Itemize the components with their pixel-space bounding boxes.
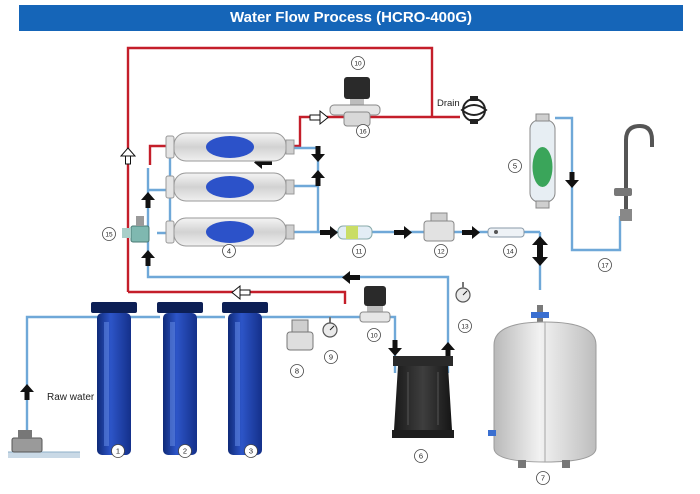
- callout-17: 17: [598, 258, 612, 272]
- callout-number: 17: [601, 263, 609, 270]
- callout-number: 7: [541, 474, 545, 483]
- inlet-solenoid-valve: [359, 286, 391, 323]
- pressure-tank: [488, 305, 597, 468]
- callout-circle: [222, 244, 236, 258]
- callout-number: 3: [249, 447, 253, 456]
- callout-number: 14: [506, 249, 514, 256]
- callout-number: 8: [295, 367, 299, 376]
- callout-circle: [351, 56, 365, 70]
- pre-filter-1: [91, 302, 137, 455]
- flow-arrows: [20, 109, 579, 400]
- arrow-up-icon: [441, 342, 455, 358]
- waste-solenoid-valve: [329, 77, 381, 127]
- callout-12: 12: [434, 244, 448, 258]
- pre-filter-2: [157, 302, 203, 455]
- callout-2: 2: [178, 444, 192, 458]
- callout-circle: [102, 227, 116, 241]
- arrow-right-icon: [462, 226, 480, 239]
- callout-circle: [458, 319, 472, 333]
- arrow-right-icon: [394, 226, 412, 239]
- ro-membrane-bottom: [165, 217, 295, 247]
- arrow-updown-icon: [532, 236, 548, 266]
- callout-14: 14: [503, 244, 517, 258]
- arrow-up-icon: [141, 192, 155, 208]
- arrow-down-icon: [388, 340, 402, 356]
- callout-number: 10: [354, 61, 362, 68]
- raw-water-label: Raw water: [47, 392, 95, 403]
- flush-valve: [122, 216, 150, 243]
- callout-number: 11: [356, 249, 363, 256]
- callout-number: 12: [437, 249, 445, 256]
- arrow-down-icon: [311, 146, 325, 162]
- callout-13: 13: [458, 319, 472, 333]
- callout-number: 13: [461, 324, 469, 331]
- title-banner: Water Flow Process (HCRO-400G): [19, 5, 683, 31]
- arrow-up-icon: [119, 147, 137, 165]
- callout-circle: [367, 328, 381, 342]
- callout-number: 2: [183, 447, 187, 456]
- flow-restrictor: [487, 227, 525, 238]
- callout-number: 5: [513, 162, 517, 171]
- callout-circle: [508, 159, 522, 173]
- callout-number: 9: [329, 353, 333, 362]
- pressure-gauge: [455, 282, 471, 303]
- callout-1: 1: [111, 444, 125, 458]
- callout-circle: [178, 444, 192, 458]
- callout-circle: [111, 444, 125, 458]
- arrow-left-icon: [342, 271, 360, 284]
- callout-7: 7: [536, 471, 550, 485]
- faucet: [614, 123, 654, 221]
- drain-label: Drain: [437, 98, 460, 109]
- arrow-up-icon: [20, 384, 34, 400]
- callout-10: 10: [351, 56, 365, 70]
- pressure-switch: [286, 319, 314, 351]
- callout-circle: [290, 364, 304, 378]
- callout-9: 9: [324, 350, 338, 364]
- callout-number: 1: [116, 447, 120, 456]
- auto-shutoff-valve: [423, 212, 455, 242]
- arrow-right-icon: [320, 226, 338, 239]
- callout-11: 11: [352, 244, 366, 258]
- callout-circle: [414, 449, 428, 463]
- post-carbon-filter: [529, 113, 556, 209]
- callout-circle: [356, 124, 370, 138]
- callout-10: 10: [367, 328, 381, 342]
- callout-6: 6: [414, 449, 428, 463]
- callout-16: 16: [356, 124, 370, 138]
- callout-number: 4: [227, 247, 231, 256]
- callout-15: 15: [102, 227, 116, 241]
- callout-number: 10: [370, 333, 378, 340]
- arrow-left-icon: [231, 284, 251, 301]
- callout-8: 8: [290, 364, 304, 378]
- callout-circle: [324, 350, 338, 364]
- page-title: Water Flow Process (HCRO-400G): [230, 9, 472, 26]
- pre-filter-3: [222, 302, 268, 455]
- arrow-up-icon: [141, 250, 155, 266]
- ro-membrane-top: [165, 132, 295, 162]
- callout-circle: [244, 444, 258, 458]
- pressure-gauge: [322, 317, 338, 338]
- callout-circle: [434, 244, 448, 258]
- arrow-up-icon: [311, 170, 325, 186]
- booster-pump: [392, 356, 454, 438]
- raw-water-inlet: Raw water: [8, 392, 95, 458]
- arrow-down-icon: [565, 172, 579, 188]
- callout-number: 6: [419, 452, 423, 461]
- callout-circle: [352, 244, 366, 258]
- callout-5: 5: [508, 159, 522, 173]
- callout-circle: [536, 471, 550, 485]
- callout-3: 3: [244, 444, 258, 458]
- callout-4: 4: [222, 244, 236, 258]
- callout-number: 15: [105, 232, 113, 239]
- ro-membrane-middle: [165, 172, 295, 202]
- callout-number: 16: [359, 129, 367, 136]
- arrow-right-icon: [309, 109, 329, 126]
- check-valve: [337, 225, 373, 240]
- drain-saddle: Drain: [437, 96, 488, 124]
- callout-circle: [503, 244, 517, 258]
- callout-circle: [598, 258, 612, 272]
